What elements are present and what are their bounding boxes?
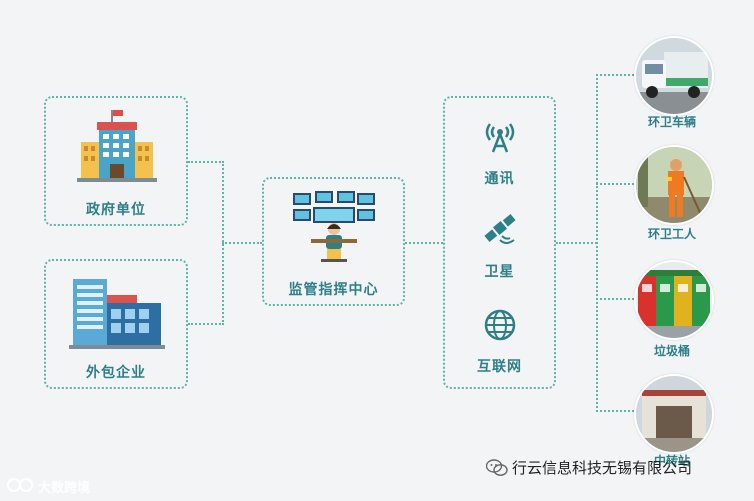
sanitation-worker-photo	[634, 145, 714, 225]
satellite-icon	[484, 214, 516, 244]
gov-label: 政府单位	[86, 202, 146, 218]
trash-bins-photo	[634, 260, 714, 340]
outsource-node: 外包企业	[44, 259, 188, 389]
connector-gov	[188, 161, 224, 163]
signal-tower-icon	[485, 123, 515, 153]
connector-outsource	[188, 323, 224, 325]
connector-target-1	[596, 74, 634, 76]
operator-monitors-icon	[293, 191, 375, 262]
target-label-worker: 环卫工人	[647, 227, 696, 241]
center-label: 监管指挥中心	[288, 282, 379, 298]
wechat-icon	[486, 459, 508, 476]
office-building-icon	[69, 279, 165, 349]
connector-target-2	[596, 183, 634, 185]
connector-target-3	[596, 298, 634, 300]
garbage-truck-photo	[634, 36, 714, 116]
connector-target-4	[596, 410, 634, 412]
target-label-station: 中转站	[653, 454, 690, 468]
connector-channels-to-targets	[556, 242, 597, 244]
outsource-label: 外包企业	[86, 365, 146, 381]
target-label-truck: 环卫车辆	[647, 115, 696, 129]
globe-icon	[484, 309, 516, 341]
connector-center-to-channels	[405, 242, 443, 244]
center-node: 监管指挥中心	[262, 177, 405, 306]
gov-node: 政府单位	[44, 96, 188, 226]
watermark-logo-icon	[7, 478, 33, 492]
company-name: 行云信息科技无锡有限公司	[512, 459, 693, 477]
watermark-text: 大数跨境	[38, 481, 91, 496]
government-building-icon	[77, 110, 157, 182]
connector-right-vertical	[596, 74, 598, 412]
comm-label: 通讯	[484, 171, 515, 187]
target-label-bins: 垃圾桶	[653, 344, 690, 358]
connector-left-to-center	[222, 242, 262, 244]
transfer-station-photo	[634, 374, 714, 454]
net-label: 互联网	[477, 359, 522, 375]
sat-label: 卫星	[484, 264, 515, 280]
channels-node: 通讯 卫星 互联网	[443, 96, 556, 389]
